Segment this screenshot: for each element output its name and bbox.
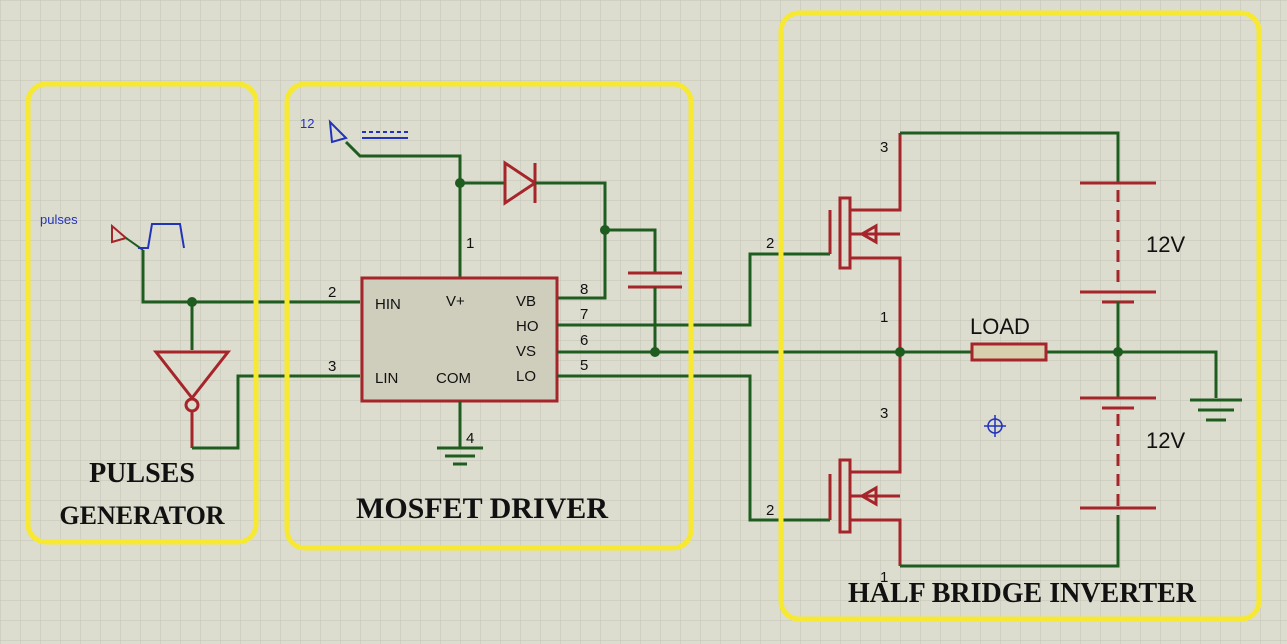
pulse-waveform-icon xyxy=(138,223,185,249)
inverter-gate[interactable] xyxy=(152,350,232,448)
half-bridge-inverter-block xyxy=(778,10,1262,622)
high-source-pin: 1 xyxy=(880,309,888,326)
vb-wire xyxy=(557,230,607,300)
pin-num-com: 4 xyxy=(466,430,474,447)
load-label: LOAD xyxy=(970,314,1030,339)
junction-vs xyxy=(650,347,660,357)
battery-bottom-label: 12V xyxy=(1146,428,1185,453)
diode-cathode-wire xyxy=(535,181,607,230)
vcc-wire xyxy=(344,140,462,278)
junction-midpoint xyxy=(895,347,905,357)
battery-top-label: 12V xyxy=(1146,232,1185,257)
pin-label-com: COM xyxy=(436,370,471,387)
pin-label-lo: LO xyxy=(516,368,536,385)
pulses-generator-title-line2: GENERATOR xyxy=(59,501,224,530)
pulses-terminal-label: pulses xyxy=(40,212,78,227)
origin-marker-icon xyxy=(984,415,1006,437)
top-rail-wire xyxy=(900,131,1120,183)
pulses-terminal[interactable]: pulses xyxy=(40,212,185,251)
pin-label-hin: HIN xyxy=(375,296,401,313)
bottom-rail-wire xyxy=(900,515,1120,568)
pin-num-vb: 8 xyxy=(580,281,588,298)
pin-label-ho: HO xyxy=(516,318,539,335)
low-source-pin: 1 xyxy=(880,569,888,586)
half-bridge-inverter-title: HALF BRIDGE INVERTER xyxy=(848,578,1197,609)
lo-wire xyxy=(557,374,830,522)
mosfet-driver-block xyxy=(284,81,694,551)
low-gate-pin: 2 xyxy=(766,502,774,519)
ho-wire xyxy=(557,252,830,327)
high-gate-pin: 2 xyxy=(766,235,774,252)
ground-wire xyxy=(1210,350,1218,398)
pin-label-vs: VS xyxy=(516,343,536,360)
pin-num-ho: 7 xyxy=(580,306,588,323)
high-drain-pin: 3 xyxy=(880,139,888,156)
pin-label-lin: LIN xyxy=(375,370,398,387)
pin-num-lo: 5 xyxy=(580,357,588,374)
pin-label-vb: VB xyxy=(516,293,536,310)
driver-ground-symbol xyxy=(437,446,483,466)
load-resistor[interactable] xyxy=(970,342,1048,362)
pulses-generator-title-line1: PULSES xyxy=(89,458,195,489)
high-side-mosfet[interactable] xyxy=(828,133,902,352)
cap-top-wire xyxy=(605,228,657,273)
pulses-generator-block xyxy=(25,81,259,545)
pin-num-vplus: 1 xyxy=(466,235,474,252)
vcc-terminal[interactable]: 12 xyxy=(300,116,408,144)
pin-num-lin: 3 xyxy=(328,358,336,375)
pin-label-vplus: V+ xyxy=(446,293,465,310)
output-ground-symbol xyxy=(1190,398,1242,422)
battery-bottom[interactable] xyxy=(1080,396,1156,510)
vcc-terminal-label: 12 xyxy=(300,116,314,131)
low-side-mosfet[interactable] xyxy=(828,352,902,566)
low-drain-pin: 3 xyxy=(880,405,888,422)
pin-num-vs: 6 xyxy=(580,332,588,349)
lin-wire xyxy=(192,374,360,450)
mosfet-driver-title: MOSFET DRIVER xyxy=(356,492,608,525)
pin-num-hin: 2 xyxy=(328,284,336,301)
